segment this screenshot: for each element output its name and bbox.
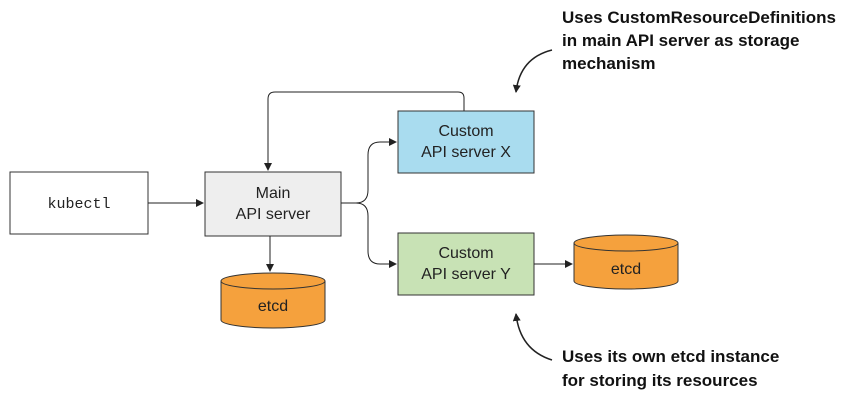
callout-bottom-line1: Uses its own etcd instance <box>562 347 779 366</box>
etcd-y-cylinder: etcd <box>573 234 679 290</box>
callout-top-line3: mechanism <box>562 54 656 73</box>
custom-x-line1: Custom <box>438 123 493 140</box>
main-api-server-node: Main API server <box>204 171 342 237</box>
etcd-y-label: etcd <box>611 261 641 278</box>
callout-top-line1: Uses CustomResourceDefinitions <box>562 8 836 27</box>
custom-x-line2: API server X <box>421 144 511 161</box>
etcd-main-label: etcd <box>258 298 288 315</box>
arrows-main-to-custom <box>341 138 397 268</box>
main-api-server-line2: API server <box>236 206 311 223</box>
main-api-server-line1: Main <box>256 185 291 202</box>
callout-top-line2: in main API server as storage <box>562 31 799 50</box>
callout-bottom-line2: for storing its resources <box>562 371 758 390</box>
custom-api-server-y-node: Custom API server Y <box>397 232 535 296</box>
callout-top: Uses CustomResourceDefinitions in main A… <box>512 8 836 93</box>
etcd-main-cylinder: etcd <box>220 272 326 329</box>
custom-api-server-x-node: Custom API server X <box>397 110 535 174</box>
arrow-custom-x-to-main <box>264 91 465 171</box>
custom-y-line1: Custom <box>438 245 493 262</box>
kubectl-node: kubectl <box>9 171 149 235</box>
custom-y-line2: API server Y <box>421 266 511 283</box>
kubectl-label: kubectl <box>47 196 110 213</box>
callout-bottom: Uses its own etcd instance for storing i… <box>512 313 779 390</box>
